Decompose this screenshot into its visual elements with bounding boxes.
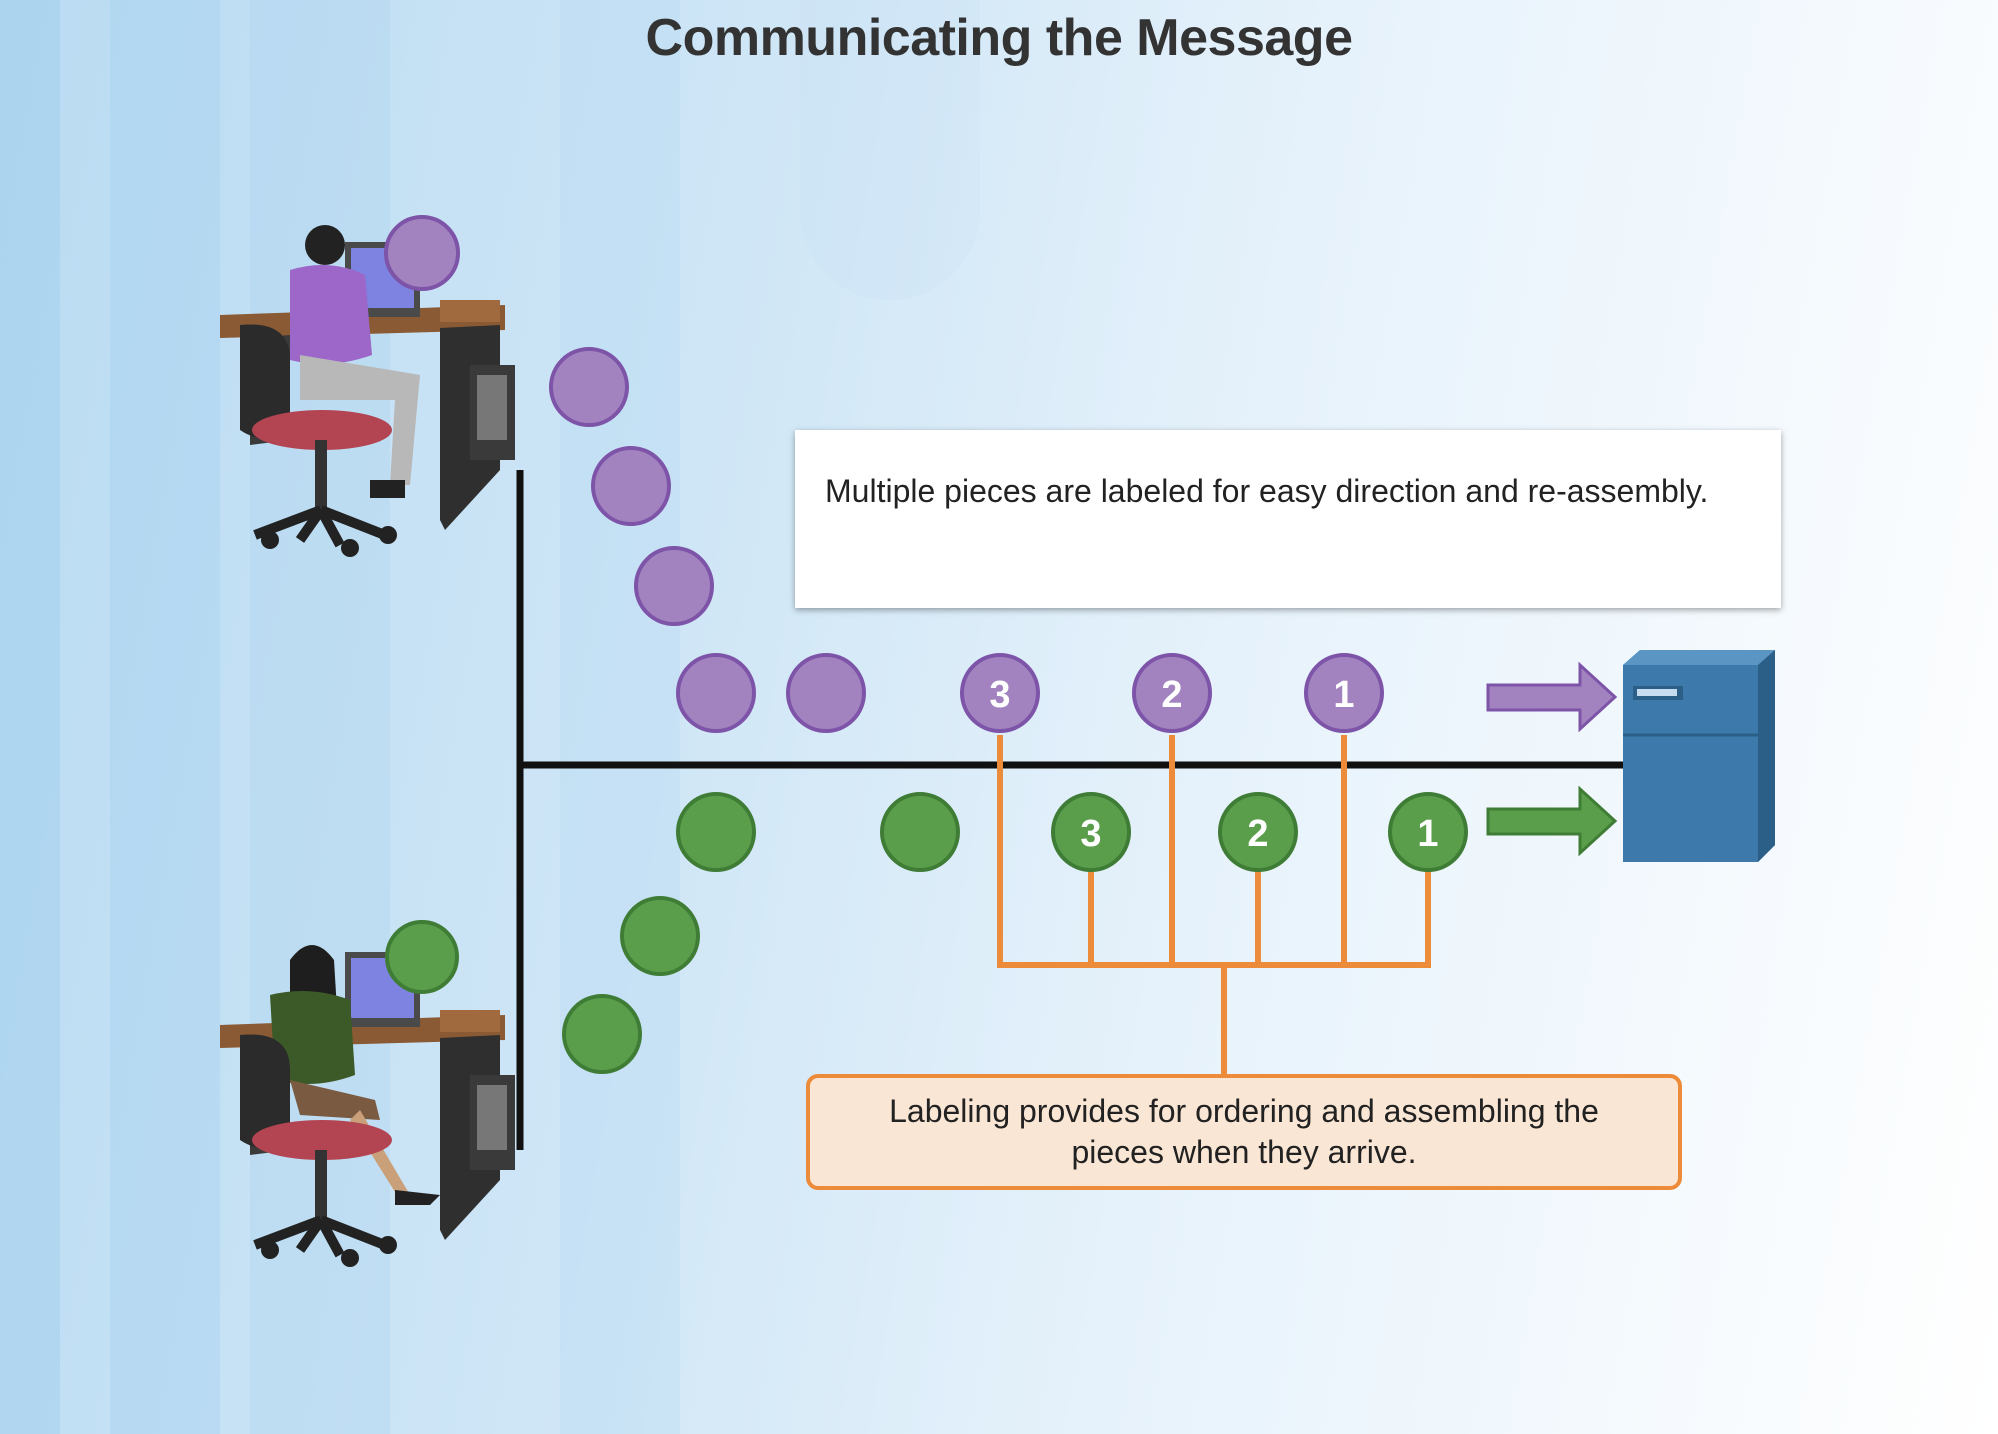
purple-labeled-piece-1: 1 <box>1304 653 1384 733</box>
callout-labeling: Labeling provides for ordering and assem… <box>806 1074 1682 1190</box>
purple-piece <box>384 215 460 291</box>
green-piece <box>562 994 642 1074</box>
bg-stripe <box>0 0 60 1434</box>
green-arrow-icon <box>1486 785 1618 857</box>
purple-piece <box>591 446 671 526</box>
server-icon <box>1623 650 1775 862</box>
piece-label: 1 <box>1333 674 1354 716</box>
bg-stripe <box>560 0 680 1434</box>
piece-label: 3 <box>1080 813 1101 855</box>
green-piece <box>880 792 960 872</box>
purple-labeled-piece-2: 2 <box>1132 653 1212 733</box>
page-title: Communicating the Message <box>645 9 1353 67</box>
piece-label: 2 <box>1247 813 1268 855</box>
callout-labeled-pieces: Multiple pieces are labeled for easy dir… <box>795 430 1781 608</box>
workstation-man <box>220 225 515 557</box>
purple-piece <box>549 347 629 427</box>
piece-label: 2 <box>1161 674 1182 716</box>
green-piece <box>620 896 700 976</box>
green-labeled-piece-1: 1 <box>1388 792 1468 872</box>
purple-pieces <box>384 215 866 733</box>
purple-labeled-piece-3: 3 <box>960 653 1040 733</box>
workstation-woman <box>220 945 515 1267</box>
piece-label: 1 <box>1417 813 1438 855</box>
purple-piece <box>786 653 866 733</box>
green-labeled-piece-2: 2 <box>1218 792 1298 872</box>
green-pieces <box>385 792 960 1074</box>
purple-piece <box>634 546 714 626</box>
green-piece <box>385 920 459 994</box>
green-labeled-piece-3: 3 <box>1051 792 1131 872</box>
green-piece <box>676 792 756 872</box>
label-bracket <box>997 735 1431 1074</box>
bg-stripe <box>800 0 980 300</box>
purple-piece <box>676 653 756 733</box>
purple-arrow-icon <box>1486 661 1618 733</box>
piece-label: 3 <box>989 674 1010 716</box>
bg-stripe <box>110 0 220 1434</box>
